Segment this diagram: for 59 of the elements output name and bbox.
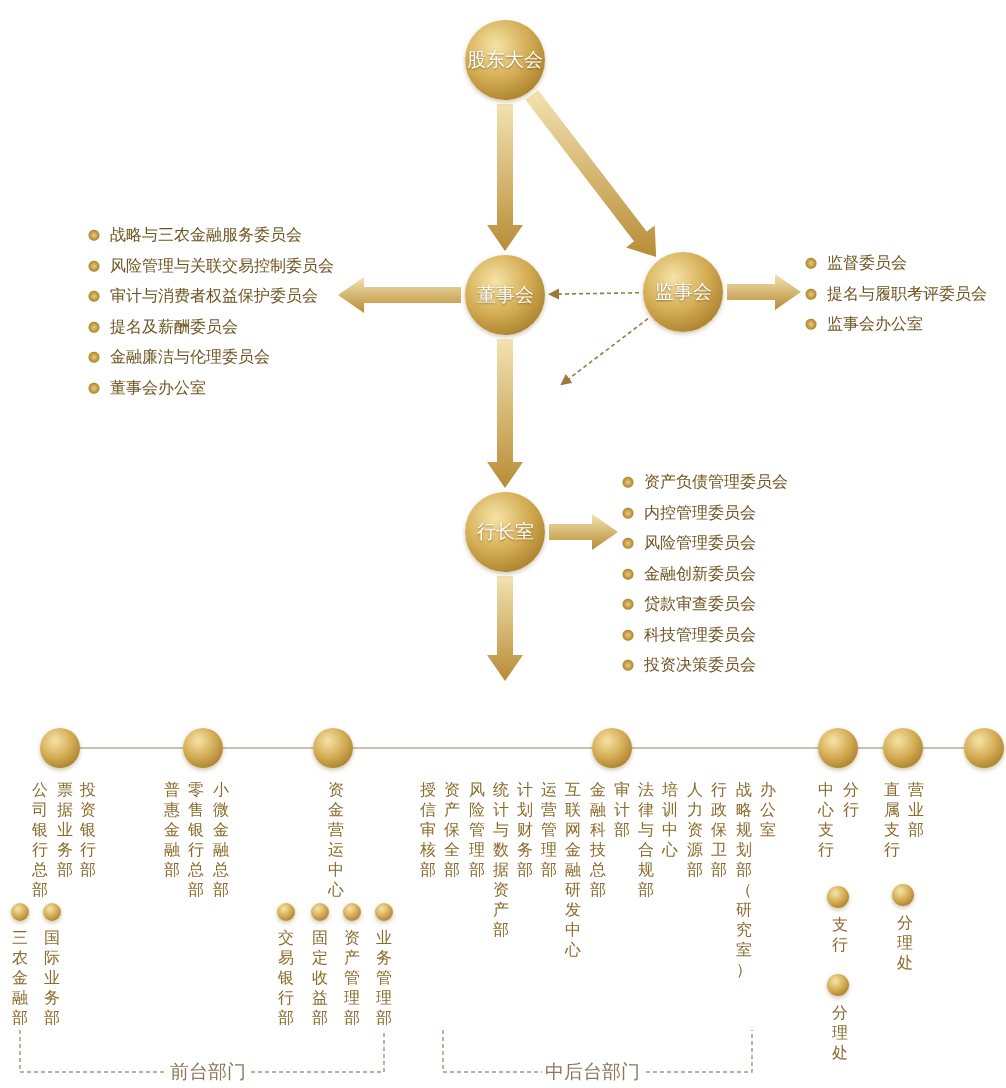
- department-label: 分行: [842, 780, 860, 820]
- department-label: 法律与合规部: [637, 780, 655, 900]
- department-label: 办公室: [759, 780, 777, 840]
- organ-name: 股东大会: [467, 47, 543, 72]
- organ-circle: [465, 20, 545, 100]
- connector-line: [779, 747, 819, 749]
- dot-marker: [964, 728, 1004, 768]
- department-label: 金融科技总部: [589, 780, 607, 900]
- block-arrow: [487, 339, 523, 488]
- connector-line: [222, 747, 314, 749]
- department-label: 运营管理部: [540, 780, 558, 880]
- department-label: 国际业务部: [43, 928, 61, 1028]
- organ-circle: [465, 492, 545, 572]
- department-label: 授信审核部: [419, 780, 437, 880]
- department-label: 资产管理部: [343, 928, 361, 1028]
- department-label: 公司银行总部: [31, 780, 49, 900]
- block-arrow: [727, 274, 801, 310]
- department-label: 战略规划部（研究室）: [735, 780, 753, 980]
- department-label: 固定收益部: [311, 928, 329, 1028]
- department-label: 培训中心: [661, 780, 679, 860]
- department-label: 小微金融总部: [212, 780, 230, 900]
- department-label: 业务管理部: [375, 928, 393, 1028]
- organ-name: 行长室: [476, 519, 534, 544]
- block-arrow: [549, 514, 618, 550]
- organ-name: 监事会: [654, 279, 712, 304]
- connector-line: [352, 747, 418, 749]
- department-label: 支行: [831, 915, 849, 955]
- department-label: 投资银行部: [79, 780, 97, 880]
- department-label: 中心支行: [817, 780, 835, 860]
- organ-circle: [643, 252, 723, 332]
- dashed-arrow: [547, 288, 640, 300]
- department-label: 三农金融部: [11, 928, 29, 1028]
- department-label: 互联网金融研发中心: [564, 780, 582, 960]
- department-label: 票据业务部: [56, 780, 74, 880]
- department-label: 统计与数据资产部: [492, 780, 510, 940]
- department-label: 直属支行: [883, 780, 901, 860]
- connector-line: [922, 747, 965, 749]
- department-label: 零售银行总部: [187, 780, 205, 900]
- department-label: 分理处: [896, 913, 914, 973]
- department-label: 资产保全部: [443, 780, 461, 880]
- organ-circle: [465, 255, 545, 335]
- organ-name: 董事会: [476, 282, 534, 307]
- dashed-arrow: [560, 317, 649, 386]
- block-arrow: [487, 576, 523, 681]
- department-label: 行政保卫部: [710, 780, 728, 880]
- department-label: 计划财务部: [516, 780, 534, 880]
- department-label: 风险管理部: [468, 780, 486, 880]
- department-label: 审计部: [613, 780, 631, 840]
- department-label: 分理处: [831, 1003, 849, 1063]
- connector-line: [79, 747, 184, 749]
- department-label: 资金营运中心: [327, 780, 345, 900]
- department-label: 营业部: [907, 780, 925, 840]
- block-arrow: [525, 90, 657, 258]
- block-arrow: [487, 104, 523, 251]
- department-label: 人力资源部: [686, 780, 704, 880]
- department-label: 交易银行部: [277, 928, 295, 1028]
- block-arrow: [338, 277, 461, 313]
- connector-line: [857, 747, 884, 749]
- department-label: 普惠金融部: [163, 780, 181, 880]
